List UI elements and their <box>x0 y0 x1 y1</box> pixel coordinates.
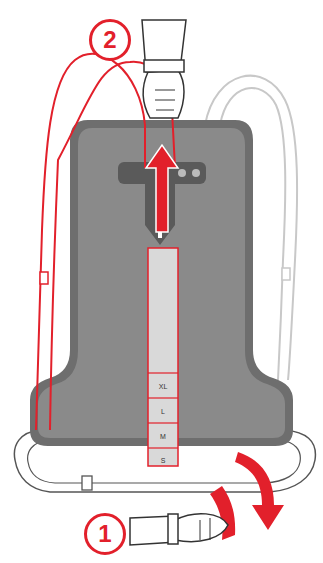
callout-number: 1 <box>98 522 111 546</box>
callout-circle: 2 <box>89 19 131 61</box>
hidden-strap-lower <box>180 455 235 460</box>
callout-number: 2 <box>103 28 116 52</box>
slot-hole <box>192 169 200 177</box>
pull-arrow <box>146 145 178 232</box>
size-strip <box>148 248 178 466</box>
sleeve-top <box>142 20 186 72</box>
cuff-top <box>144 60 184 72</box>
cuff-bottom <box>168 514 178 544</box>
hip-buckle <box>82 476 92 490</box>
fold-arrow <box>235 452 284 530</box>
size-label: M <box>160 433 166 440</box>
strap-buckle <box>40 272 48 284</box>
size-label: XL <box>159 383 168 390</box>
left-shoulder-strap <box>36 54 145 430</box>
hand-top <box>143 70 184 118</box>
hand-bottom <box>175 514 228 542</box>
size-label: S <box>161 457 166 464</box>
slot-hole <box>178 169 186 177</box>
strap-buckle <box>282 268 290 280</box>
callout-circle: 1 <box>84 513 126 555</box>
size-label: L <box>161 408 165 415</box>
